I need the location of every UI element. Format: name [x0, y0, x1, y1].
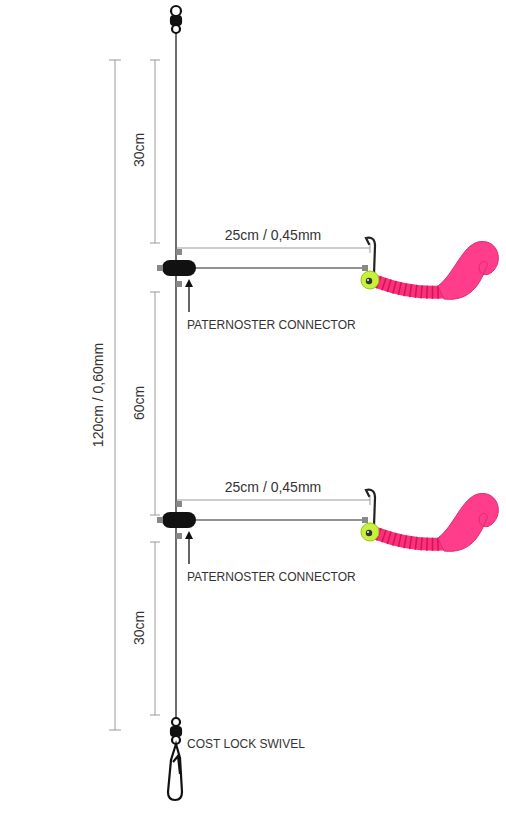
paternoster-connector: [157, 501, 196, 539]
length-dimension: 30cm: [132, 133, 147, 167]
twister-lure: [361, 490, 498, 552]
length-dimension: 30cm: [132, 611, 147, 645]
dimension-lines: [109, 60, 370, 730]
part-name: PATERNOSTER CONNECTOR: [187, 571, 356, 584]
twister-lure: [361, 238, 498, 300]
part-name: PATERNOSTER CONNECTOR: [187, 319, 356, 332]
cost-lock-swivel: [168, 718, 182, 800]
length-dimension: 120cm / 0,60mm: [91, 343, 106, 447]
length-dimension: 25cm / 0,45mm: [225, 480, 321, 495]
main-line: [175, 32, 177, 718]
length-dimension: 60cm: [132, 386, 147, 420]
paternoster-connector: [157, 249, 196, 287]
length-dimension: 25cm / 0,45mm: [225, 228, 321, 243]
branch-line: [193, 267, 366, 269]
crimp: [362, 517, 368, 523]
swivel: [171, 6, 181, 33]
crimp: [362, 265, 368, 271]
part-name: COST LOCK SWIVEL: [187, 738, 305, 751]
branch-line: [193, 519, 366, 521]
